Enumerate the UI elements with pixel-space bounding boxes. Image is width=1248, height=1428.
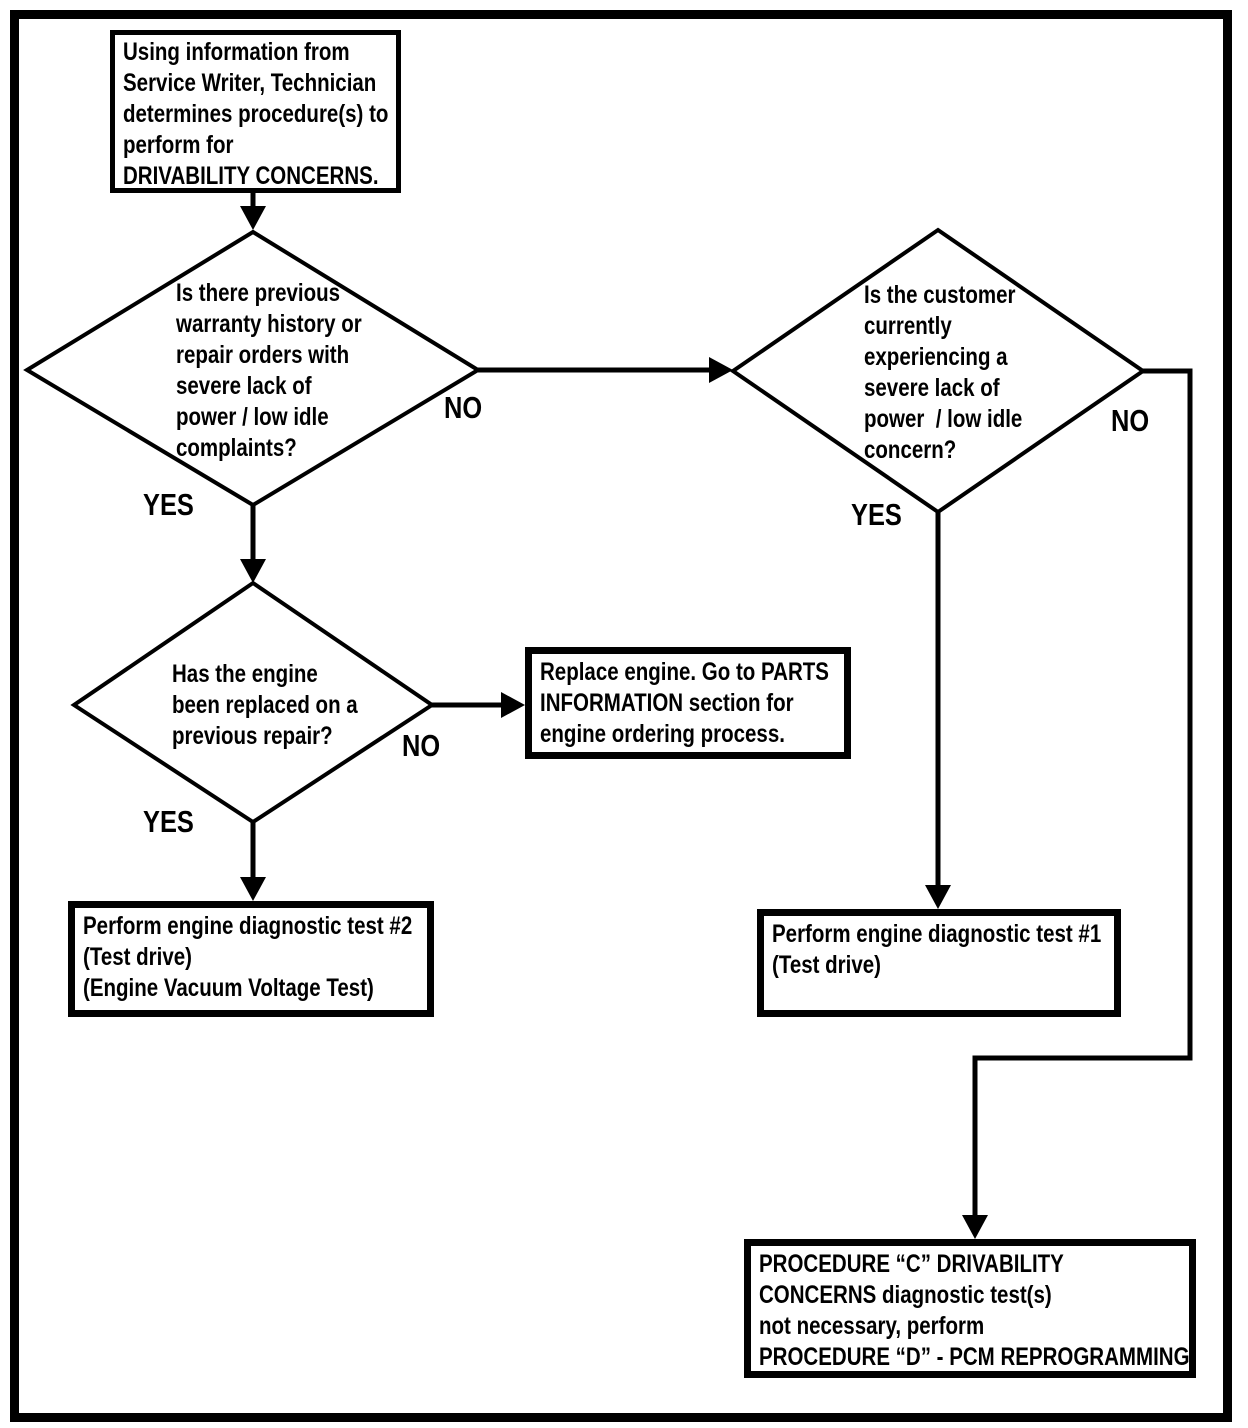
diagnostic-test-1-label: Perform engine diagnostic test #1 (Test … (772, 920, 1102, 979)
edge-label-engine-replaced-no: NO (402, 730, 449, 761)
decision-warranty-text: Is there previous warranty history or re… (176, 278, 402, 464)
replace-engine-node: Replace engine. Go to PARTS INFORMATION … (525, 647, 851, 759)
start-node: Using information from Service Writer, T… (110, 30, 401, 193)
arrowhead-engine-replaced-no (501, 692, 525, 718)
edge-label-customer-yes-text: YES (851, 497, 902, 532)
start-node-label: Using information from Service Writer, T… (123, 38, 389, 190)
arrowhead-start-to-warranty (240, 206, 266, 230)
decision-customer-label: Is the customer currently experiencing a… (864, 281, 1023, 464)
edge-label-engine-replaced-yes-text: YES (143, 804, 194, 839)
diagnostic-test-2-node: Perform engine diagnostic test #2 (Test … (68, 901, 434, 1017)
decision-warranty-label: Is there previous warranty history or re… (176, 279, 362, 462)
arrowhead-customer-no (962, 1215, 988, 1239)
edge-label-warranty-yes-text: YES (143, 487, 194, 522)
decision-engine-replaced-label: Has the engine been replaced on a previo… (172, 660, 358, 750)
diagnostic-test-1-node: Perform engine diagnostic test #1 (Test … (757, 909, 1121, 1017)
arrowhead-warranty-yes (240, 559, 266, 583)
arrowhead-engine-replaced-yes (240, 877, 266, 901)
edge-label-customer-yes: YES (851, 499, 913, 530)
decision-engine-replaced-text: Has the engine been replaced on a previo… (172, 659, 398, 752)
edge-label-engine-replaced-yes: YES (143, 806, 205, 837)
procedure-c-label: PROCEDURE “C” DRIVABILITY CONCERNS diagn… (759, 1250, 1190, 1371)
edge-label-warranty-yes: YES (143, 489, 205, 520)
edge-label-warranty-no: NO (444, 392, 491, 423)
edge-customer-no-to-procedure-c (972, 368, 1193, 1218)
edge-label-engine-replaced-no-text: NO (402, 728, 441, 763)
procedure-c-node: PROCEDURE “C” DRIVABILITY CONCERNS diagn… (744, 1239, 1196, 1378)
arrowhead-warranty-no (709, 357, 733, 383)
diagram-outer-frame (10, 10, 1232, 1422)
edge-label-warranty-no-text: NO (444, 390, 483, 425)
edge-label-customer-no: NO (1111, 405, 1158, 436)
decision-customer-text: Is the customer currently experiencing a… (864, 280, 1057, 466)
replace-engine-label: Replace engine. Go to PARTS INFORMATION … (540, 658, 829, 748)
arrowhead-customer-yes (925, 885, 951, 909)
diagnostic-test-2-label: Perform engine diagnostic test #2 (Test … (83, 912, 413, 1002)
edge-label-customer-no-text: NO (1111, 403, 1150, 438)
